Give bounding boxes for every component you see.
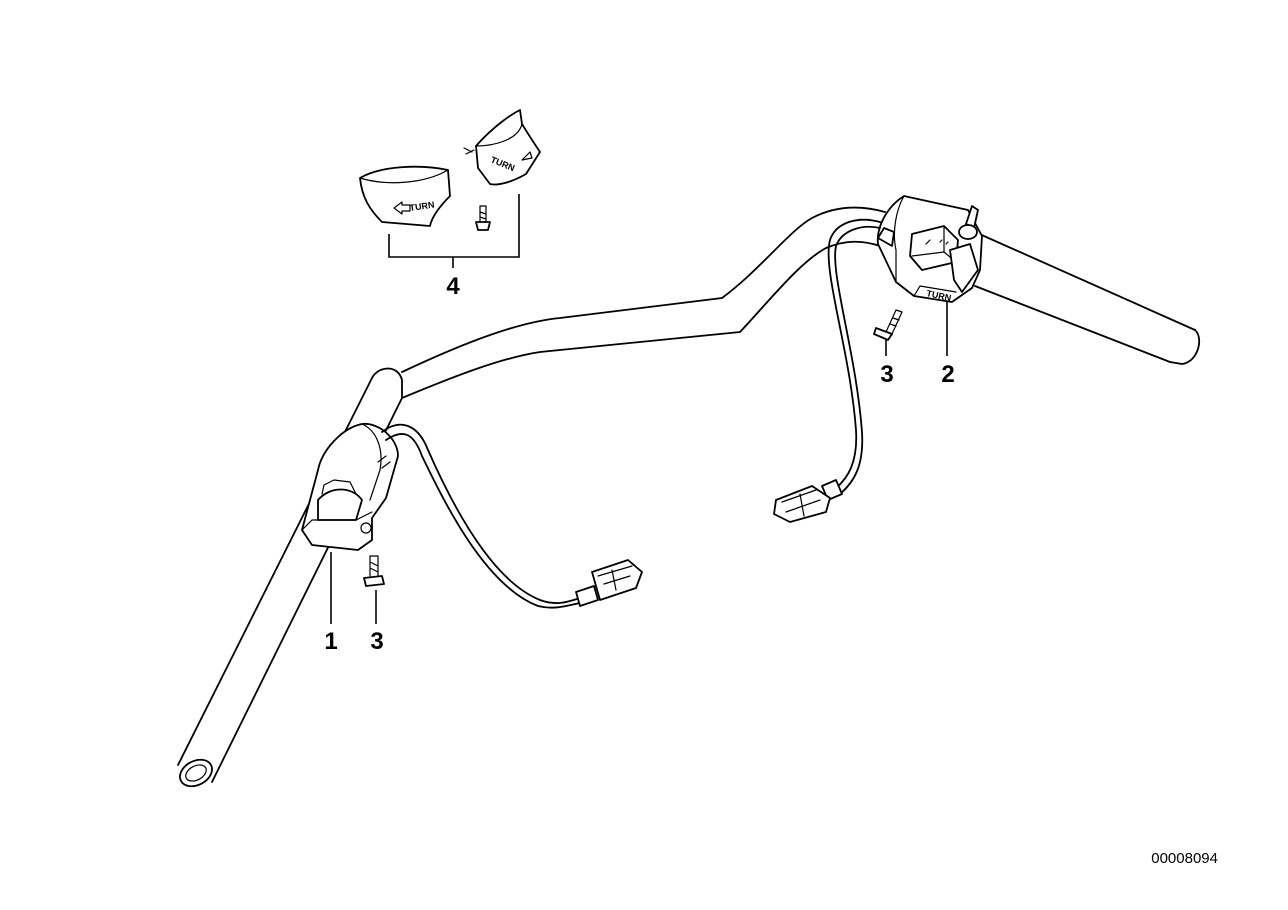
turn-cap-left [359,165,451,227]
left-switch-lower-face [301,511,373,531]
cap-screw-shank [479,205,487,223]
cap-pin [463,147,475,155]
right-switch-symbols [925,239,949,245]
leader-4-bracket [388,194,520,268]
left-handlebar-switch [301,423,399,551]
right-switch-lower-lip [913,285,957,297]
left-switch-button-detail [321,479,357,495]
turn-cap-right-top-face [475,123,523,147]
turn-cap-right-arrow [521,151,533,161]
right-handlebar-switch: TURN [876,195,983,303]
handlebar-left-end-bore [185,764,207,782]
screw-left [363,555,385,587]
screw-right-shank [885,309,903,335]
callout-4: 4 [446,273,460,300]
right-switch-rocker [949,243,979,293]
screw-right-head [873,327,893,341]
left-switch-cable [381,423,643,609]
handlebar-left-end [179,758,213,788]
handlebar-center-lower [401,240,881,399]
left-cable-wire-inner [385,433,581,609]
left-switch-symbol [377,455,391,469]
right-cable-connector-detail [781,489,821,517]
handlebar-left-bend [371,367,403,399]
turn-cap-left-top-face [359,169,449,184]
turn-cap-left-stamp: TURN [409,200,435,213]
drawing-number: 00008094 [1151,850,1218,867]
turn-cap-left-arrow [393,201,411,215]
handlebar-right-end [1169,329,1200,365]
screw-right [873,309,903,341]
handlebar-center-upper [401,206,886,373]
right-cable-wire-outer [827,218,881,489]
callout-3-left: 3 [370,628,383,655]
turn-cap-right [475,109,541,186]
handlebar-right-grip-edge-upper [974,231,1196,331]
left-switch-housing [301,423,399,551]
callout-1: 1 [324,628,337,655]
callout-2: 2 [941,361,954,388]
left-cable-plug-collar [575,585,599,607]
left-switch-button [317,488,363,521]
right-switch-knob-base [958,224,978,240]
right-switch-tab [877,227,895,247]
leader-lines [330,194,948,624]
left-cable-connector-detail [597,565,633,591]
right-switch-button [909,225,959,271]
screw-left-head [363,575,385,587]
left-cable-wire-outer [381,423,581,604]
callout-3-right: 3 [880,361,893,388]
right-switch-cable [773,218,881,523]
right-cable-wire-inner [834,225,881,495]
screw-left-shank [369,555,379,577]
right-switch-housing-seam [893,195,905,283]
turn-caps-set: TURN TURN [359,109,541,231]
left-switch-screw-hole [360,522,372,534]
left-switch-housing-seam [361,423,382,501]
cap-screw-head [475,221,491,231]
handlebar-right-grip-edge-lower [974,285,1171,363]
